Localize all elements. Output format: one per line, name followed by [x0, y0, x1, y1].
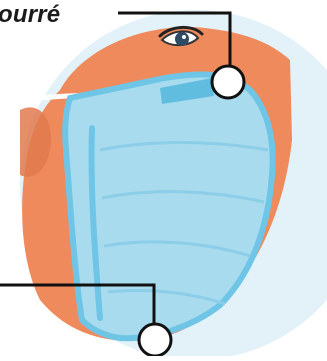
callout-marker-bottom	[139, 324, 171, 356]
callout-label-top: ourré	[0, 1, 60, 29]
callout-marker-top	[212, 66, 244, 98]
